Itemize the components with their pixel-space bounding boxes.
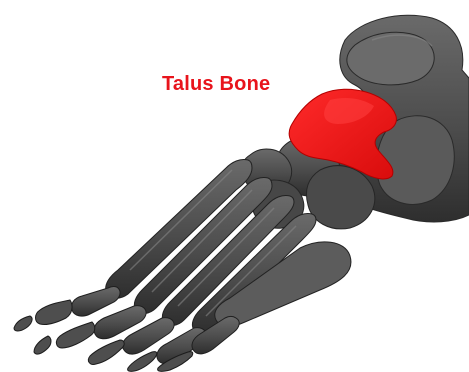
talus-bone-label: Talus Bone [162,73,270,96]
